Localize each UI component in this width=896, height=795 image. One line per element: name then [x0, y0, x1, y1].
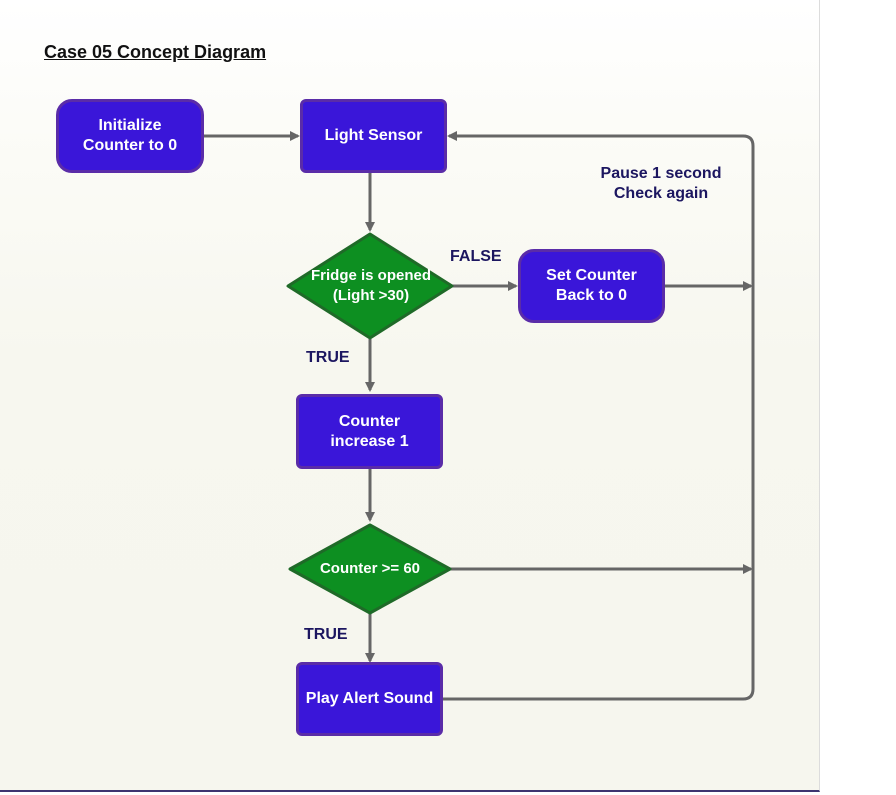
fridge-decision-shape — [286, 232, 454, 340]
edge-alert-loop-back — [443, 131, 755, 701]
edge-label-true-fridge: TRUE — [306, 349, 350, 366]
node-counter-increase: Counter increase 1 — [296, 394, 443, 469]
node-reset-line2: Back to 0 — [555, 287, 628, 304]
decision-fridge-line2: (Light >30) — [332, 287, 410, 304]
node-increase-line2: increase 1 — [330, 432, 409, 450]
node-initialize-line2: Counter to 0 — [82, 137, 178, 154]
loop-note-line2: Check again — [613, 185, 709, 202]
connector-layer — [204, 131, 755, 701]
node-play-alert: Play Alert Sound — [296, 662, 443, 736]
counter-decision-shape — [288, 523, 452, 615]
decision-fridge-opened: Fridge is opened (Light >30) — [290, 262, 452, 310]
decision-counter-threshold: Counter >= 60 — [290, 557, 450, 581]
decision-counter-label: Counter >= 60 — [319, 560, 421, 577]
edge-label-false: FALSE — [450, 248, 502, 265]
node-reset-counter: Set Counter Back to 0 — [518, 249, 665, 323]
edge-label-true-counter: TRUE — [304, 626, 348, 643]
loop-note-line1: Pause 1 second — [600, 165, 722, 182]
diagram-canvas: Case 05 Concept Diagram — [0, 0, 820, 792]
node-initialize-line1: Initialize — [98, 117, 162, 134]
node-increase-line1: Counter — [338, 412, 401, 430]
decision-fridge-line1: Fridge is opened — [310, 267, 431, 284]
node-initialize-counter: Initialize Counter to 0 — [56, 99, 204, 173]
node-light-sensor-label: Light Sensor — [324, 127, 423, 144]
loop-note: Pause 1 second Check again — [590, 164, 732, 204]
diagram-title: Case 05 Concept Diagram — [44, 42, 267, 62]
node-reset-line1: Set Counter — [546, 267, 637, 284]
node-play-alert-label: Play Alert Sound — [305, 690, 434, 707]
node-light-sensor: Light Sensor — [300, 99, 447, 173]
